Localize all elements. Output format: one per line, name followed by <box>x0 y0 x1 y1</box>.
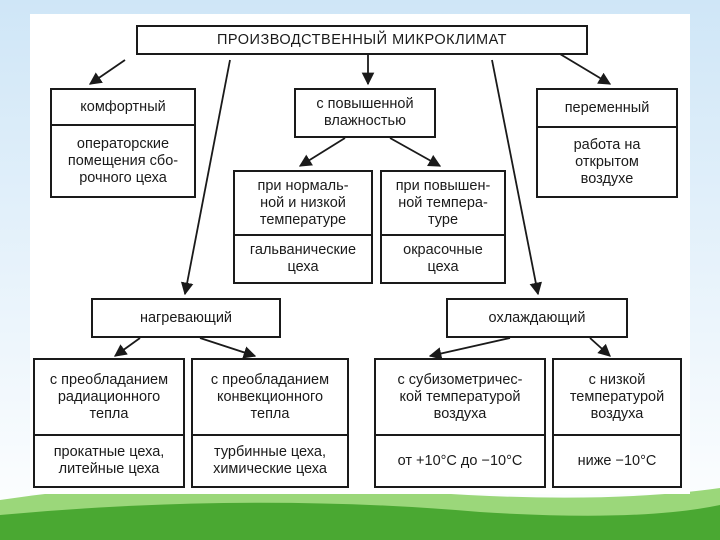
variable-box: переменный работа на открытом воздухе <box>536 88 678 198</box>
cooling-box: охлаждающий <box>446 298 628 338</box>
convection-box: с преобладанием конвекционного тепла тур… <box>191 358 349 488</box>
variable-label: переменный <box>564 99 650 116</box>
diagram-title-text: ПРОИЗВОДСТВЕННЫЙ МИКРОКЛИМАТ <box>216 31 508 48</box>
humid-high-example: окрасочные цеха <box>382 234 504 282</box>
arrow-to-cooling <box>491 59 542 296</box>
low-temp-label: с низкой температурой воздуха <box>569 371 665 422</box>
arrow-to-heating <box>180 59 231 296</box>
arrow-to-convection <box>199 337 257 359</box>
convection-example: турбинные цеха, химические цеха <box>193 434 347 486</box>
cooling-label: охлаждающий <box>488 309 586 326</box>
heating-label: нагревающий <box>139 309 233 326</box>
low-temp-example: ниже −10°С <box>554 434 680 486</box>
humid-normal-box: при нормаль- ной и низкой температуре га… <box>233 170 373 284</box>
subisometric-label: с субизометричес- кой температурой возду… <box>397 371 523 422</box>
comfort-example: операторские помещения сбо- рочного цеха <box>52 124 194 196</box>
variable-example: работа на открытом воздухе <box>538 126 676 196</box>
radiation-label: с преобладанием радиационного тепла <box>49 371 169 422</box>
radiation-example: прокатные цеха, литейные цеха <box>35 434 183 486</box>
humid-normal-example: гальванические цеха <box>235 234 371 282</box>
arrow-to-radiation <box>113 337 141 357</box>
diagram-sheet: ПРОИЗВОДСТВЕННЫЙ МИКРОКЛИМАТ комфортный … <box>30 14 690 494</box>
arrow-to-subisometric <box>428 337 511 360</box>
humid-label: с повышенной влажностью <box>316 96 414 129</box>
heating-box: нагревающий <box>91 298 281 338</box>
arrow-to-low <box>589 337 611 357</box>
humid-normal-label: при нормаль- ной и низкой температуре <box>257 177 349 228</box>
diagram-title: ПРОИЗВОДСТВЕННЫЙ МИКРОКЛИМАТ <box>136 25 588 55</box>
arrow-to-humid-high <box>389 137 442 167</box>
radiation-box: с преобладанием радиационного тепла прок… <box>33 358 185 488</box>
humid-high-label: при повышен- ной темпера- туре <box>395 177 491 228</box>
arrow-to-variable <box>559 53 612 85</box>
comfort-box: комфортный операторские помещения сбо- р… <box>50 88 196 198</box>
arrow-to-comfort <box>88 59 126 85</box>
humid-high-box: при повышен- ной темпера- туре окрасочны… <box>380 170 506 284</box>
subisometric-example: от +10°С до −10°С <box>376 434 544 486</box>
low-temp-box: с низкой температурой воздуха ниже −10°С <box>552 358 682 488</box>
subisometric-box: с субизометричес- кой температурой возду… <box>374 358 546 488</box>
comfort-label: комфортный <box>80 98 166 115</box>
humid-box: с повышенной влажностью <box>294 88 436 138</box>
arrow-to-humid-normal <box>298 137 346 167</box>
connector-lines <box>88 53 612 360</box>
grass-dark-wave <box>0 502 720 540</box>
convection-label: с преобладанием конвекционного тепла <box>210 371 330 422</box>
